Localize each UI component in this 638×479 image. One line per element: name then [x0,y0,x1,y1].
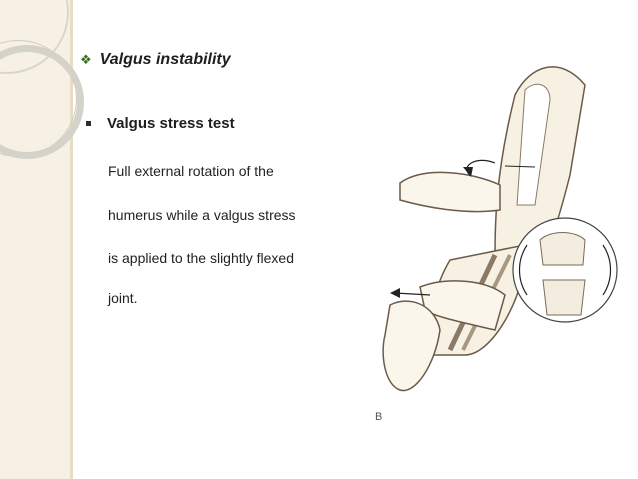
inset-rotation-arrow-icon [602,244,612,296]
patient-hand [382,300,441,392]
inset-rotation-arrow-icon [518,244,528,296]
pointer-line [504,165,536,168]
arrowhead-icon [463,167,473,177]
valgus-stress-test-illustration: B [375,66,618,423]
figure-label: B [375,411,382,423]
body-line: joint. [108,290,138,306]
humerus-bone [516,83,551,206]
examiner-hand-upper [399,171,501,213]
body-line: humerus while a valgus stress [108,207,296,223]
inset-joint-upper [539,232,586,266]
square-bullet-icon [86,121,91,126]
inset-joint-lower [542,279,586,316]
examiner-hand-lower [419,280,506,331]
arrowhead-icon [390,288,400,298]
decorative-ring [0,45,84,159]
subheading-row: Valgus stress test [86,115,235,132]
heading-row: ❖ Valgus instability [80,51,231,69]
slide-heading: Valgus instability [99,51,231,68]
slide-subheading: Valgus stress test [107,115,235,132]
inset-circle [512,217,618,323]
diamond-bullet-icon: ❖ [80,52,92,67]
valgus-stress-arrow-icon [394,292,431,296]
body-line: is applied to the slightly flexed [108,250,294,266]
body-line: Full external rotation of the [108,163,274,179]
left-divider-line [70,0,73,479]
